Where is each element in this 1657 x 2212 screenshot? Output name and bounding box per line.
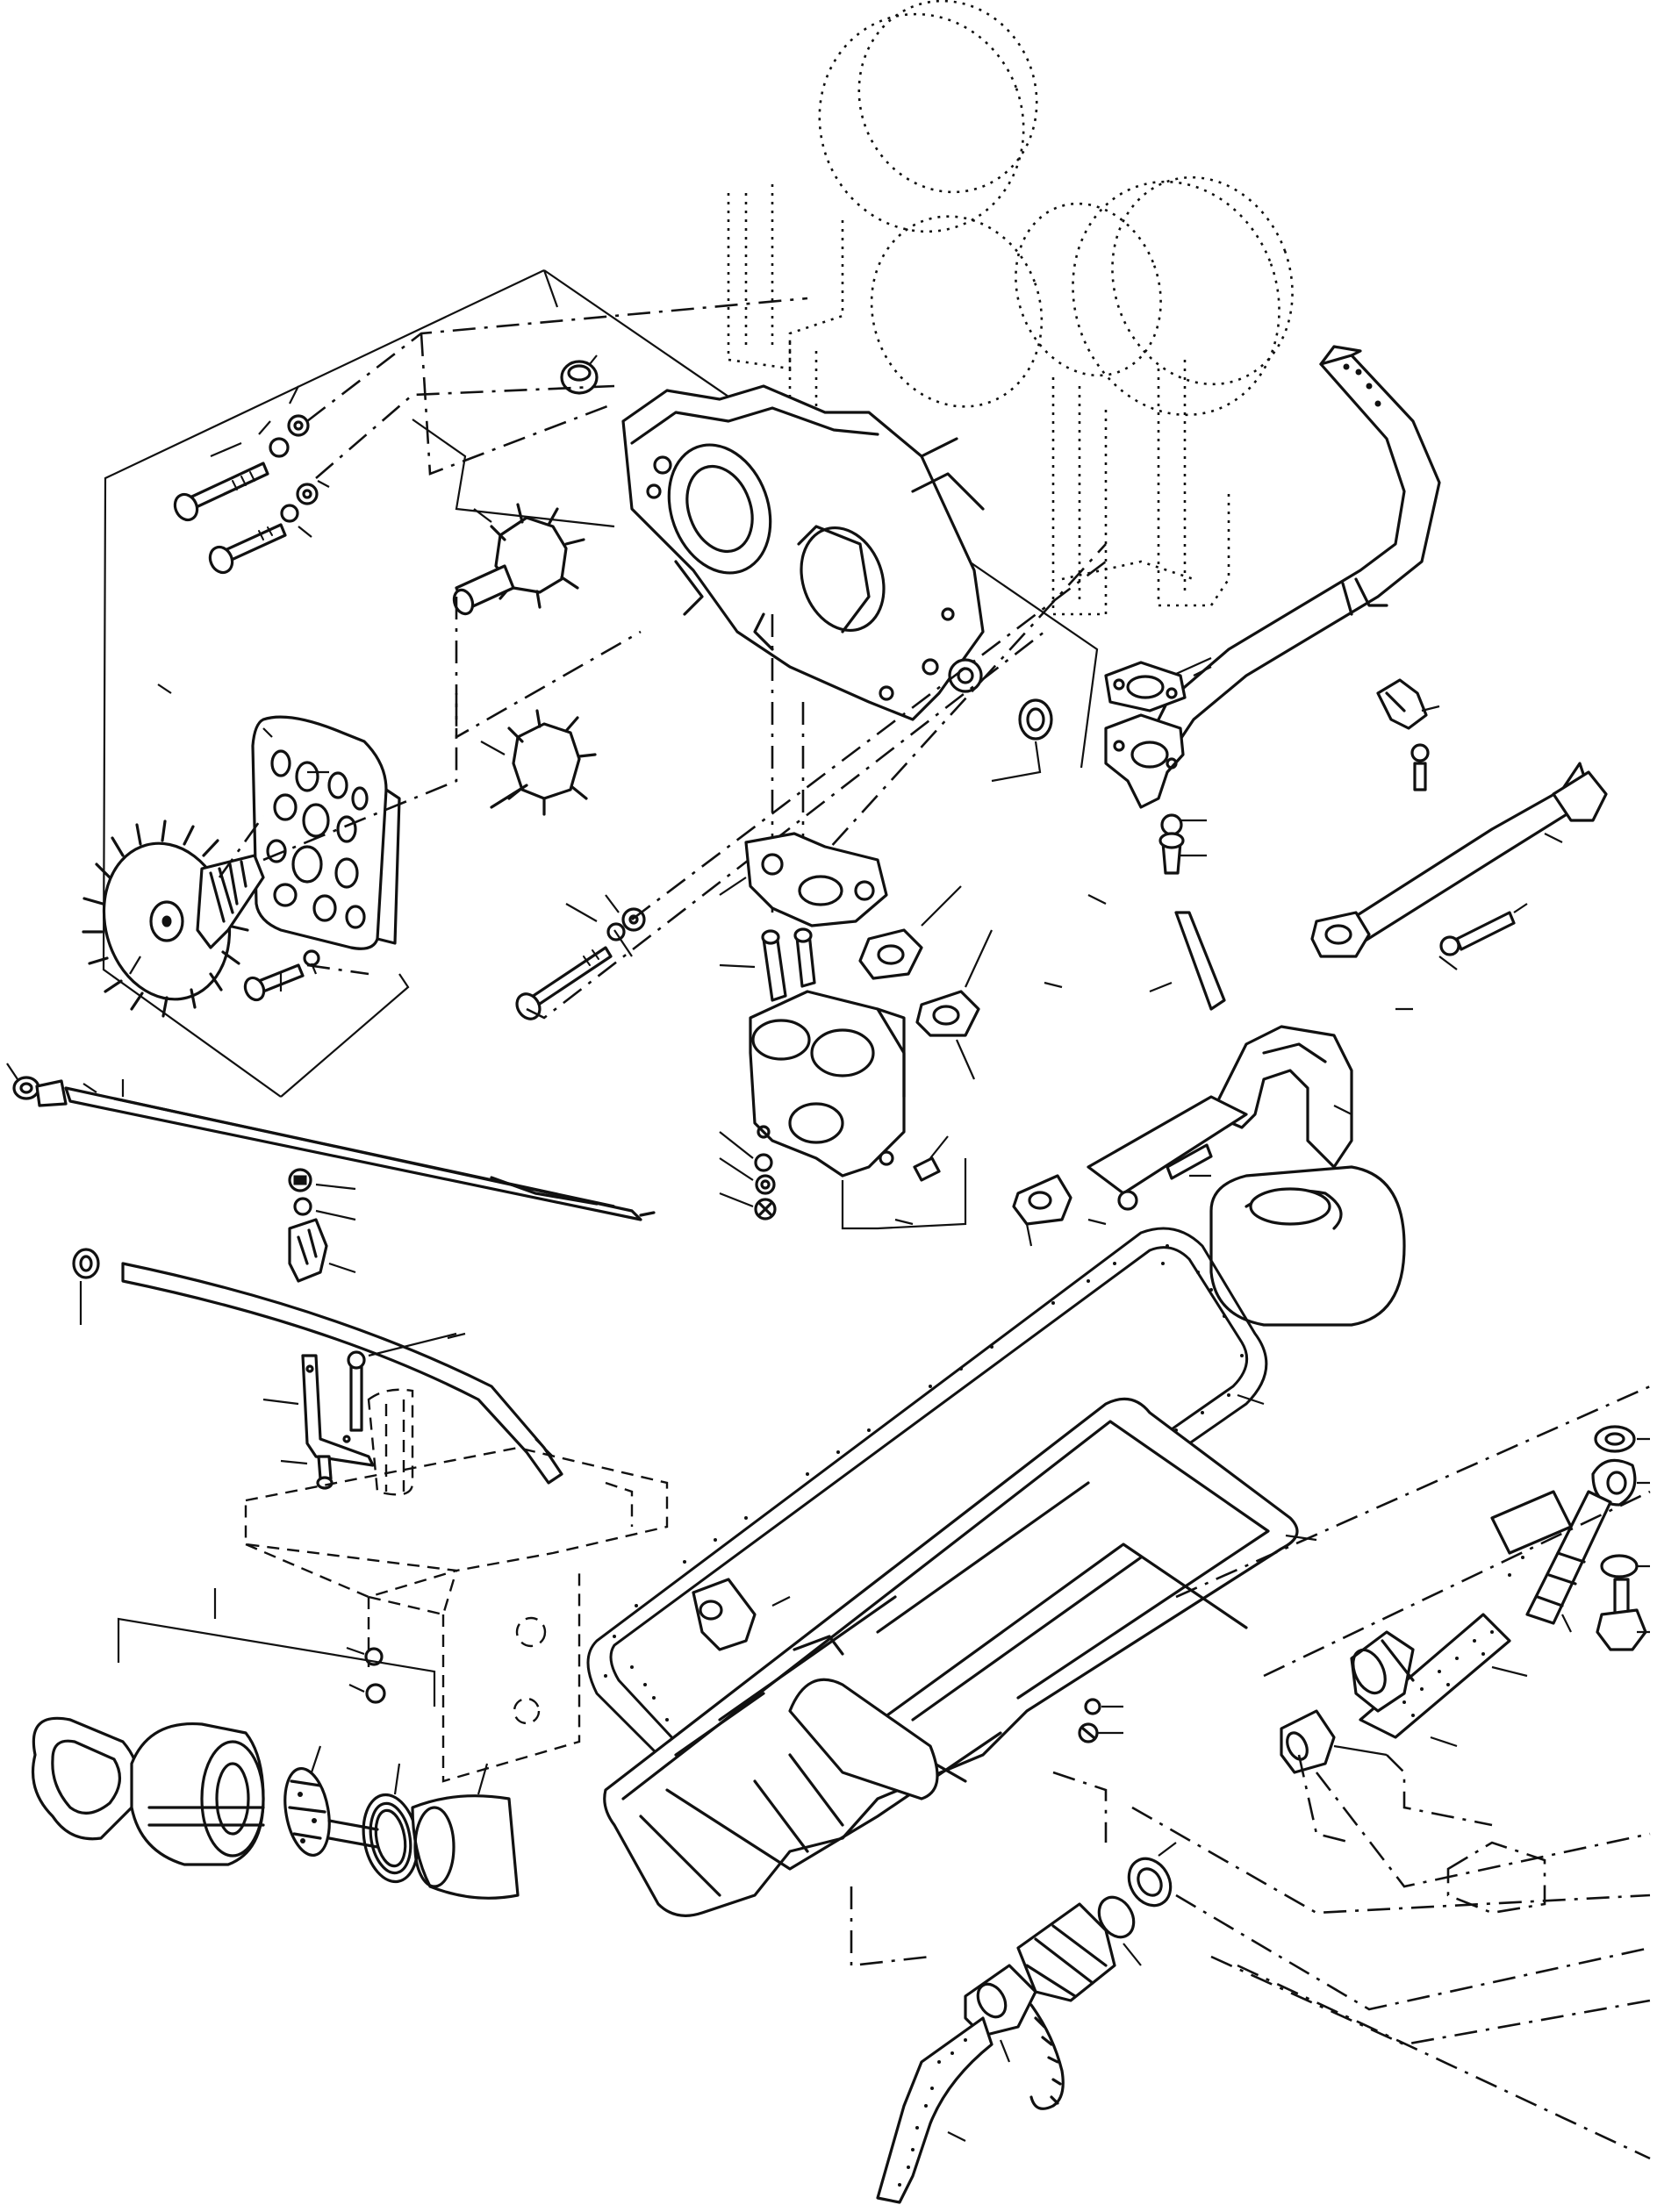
oil-pickup-strainer [1012, 911, 1406, 1327]
chassis-phantom [1131, 1385, 1651, 2160]
dipstick [6, 1063, 656, 1221]
pump-group-outline [102, 269, 1099, 1098]
drain-hose-fitting [1280, 1490, 1612, 1774]
pump-upper-gear [452, 503, 585, 616]
tube-bracket [262, 1332, 457, 1490]
tube-seal-detail [31, 1588, 520, 1900]
long-bolt [515, 894, 646, 1020]
filter-mount-plate [719, 832, 888, 927]
drain-hose-end [876, 1842, 1177, 2204]
pump-bolt-lower [208, 480, 330, 575]
oil-suction-pipe [1104, 345, 1441, 809]
oil-sump-pan [603, 1397, 1317, 1967]
pipe-clip [1376, 678, 1440, 791]
suction-pipe-lower [1310, 762, 1608, 970]
pump-bolt-upper [173, 385, 310, 522]
dipstick-tube-fasteners [288, 1168, 356, 1283]
small-gaskets [858, 885, 993, 1080]
suction-gasket [1104, 656, 1212, 712]
drive-gear [82, 820, 265, 1018]
oil-pump-housing [621, 384, 985, 721]
filter-head-fasteners [719, 1131, 967, 1230]
pump-lower-gear [480, 709, 597, 816]
dipstick-tube [72, 1248, 563, 1485]
bracket-bolts [1158, 813, 1207, 875]
plug-cap-right [991, 698, 1053, 783]
plug-cap [560, 354, 599, 395]
pump-cover-plate [251, 715, 401, 950]
cover-bolt [243, 949, 320, 1002]
callout-leaders [157, 684, 1413, 1226]
engine-lower-phantom [244, 1388, 669, 1783]
drain-plug-right [1591, 1425, 1650, 1651]
oil-filter-head [719, 877, 906, 1178]
